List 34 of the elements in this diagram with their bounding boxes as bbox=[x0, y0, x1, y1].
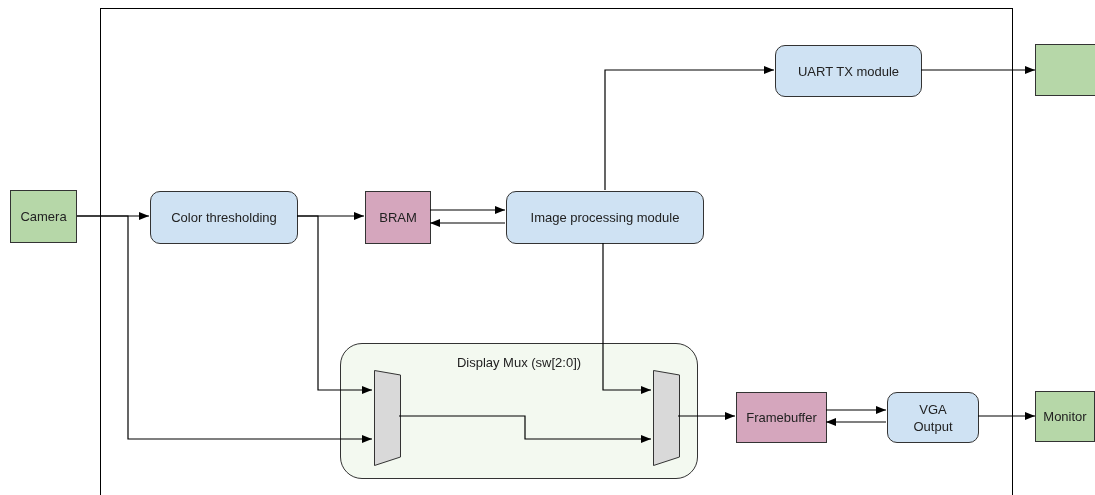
mux-group-box bbox=[340, 343, 698, 479]
device-box bbox=[1035, 44, 1095, 96]
arrow bbox=[977, 412, 1036, 420]
system-boundary-box bbox=[100, 8, 1013, 495]
node-label: BRAM bbox=[379, 209, 417, 226]
node-label: Image processing module bbox=[530, 209, 680, 226]
node-label: Display Mux (sw[2:0]) bbox=[456, 354, 582, 371]
device-box bbox=[1035, 391, 1095, 442]
device-box bbox=[10, 190, 77, 243]
arrow bbox=[429, 206, 506, 214]
node-label: Monitor bbox=[1043, 408, 1087, 425]
node-label: Framebuffer bbox=[746, 409, 817, 426]
arrow bbox=[825, 418, 887, 426]
node-label: Color thresholding bbox=[171, 209, 277, 226]
multiplexer-symbol bbox=[374, 370, 401, 466]
arrow bbox=[296, 215, 373, 394]
arrow bbox=[429, 219, 506, 227]
arrow bbox=[604, 66, 775, 191]
module-box bbox=[506, 191, 704, 244]
arrow bbox=[677, 412, 736, 420]
arrow bbox=[76, 215, 373, 443]
arrow bbox=[920, 66, 1036, 74]
memory-box bbox=[365, 191, 431, 244]
module-box bbox=[887, 392, 979, 443]
arrow bbox=[602, 242, 652, 394]
module-box bbox=[150, 191, 298, 244]
node-label: Camera bbox=[20, 208, 67, 225]
arrow bbox=[398, 415, 652, 443]
node-label: VGA Output bbox=[912, 400, 954, 435]
multiplexer-symbol bbox=[653, 370, 680, 466]
node-label: UART TX module bbox=[797, 62, 900, 80]
memory-box bbox=[736, 392, 827, 443]
module-box bbox=[775, 45, 922, 97]
arrow bbox=[825, 406, 887, 414]
